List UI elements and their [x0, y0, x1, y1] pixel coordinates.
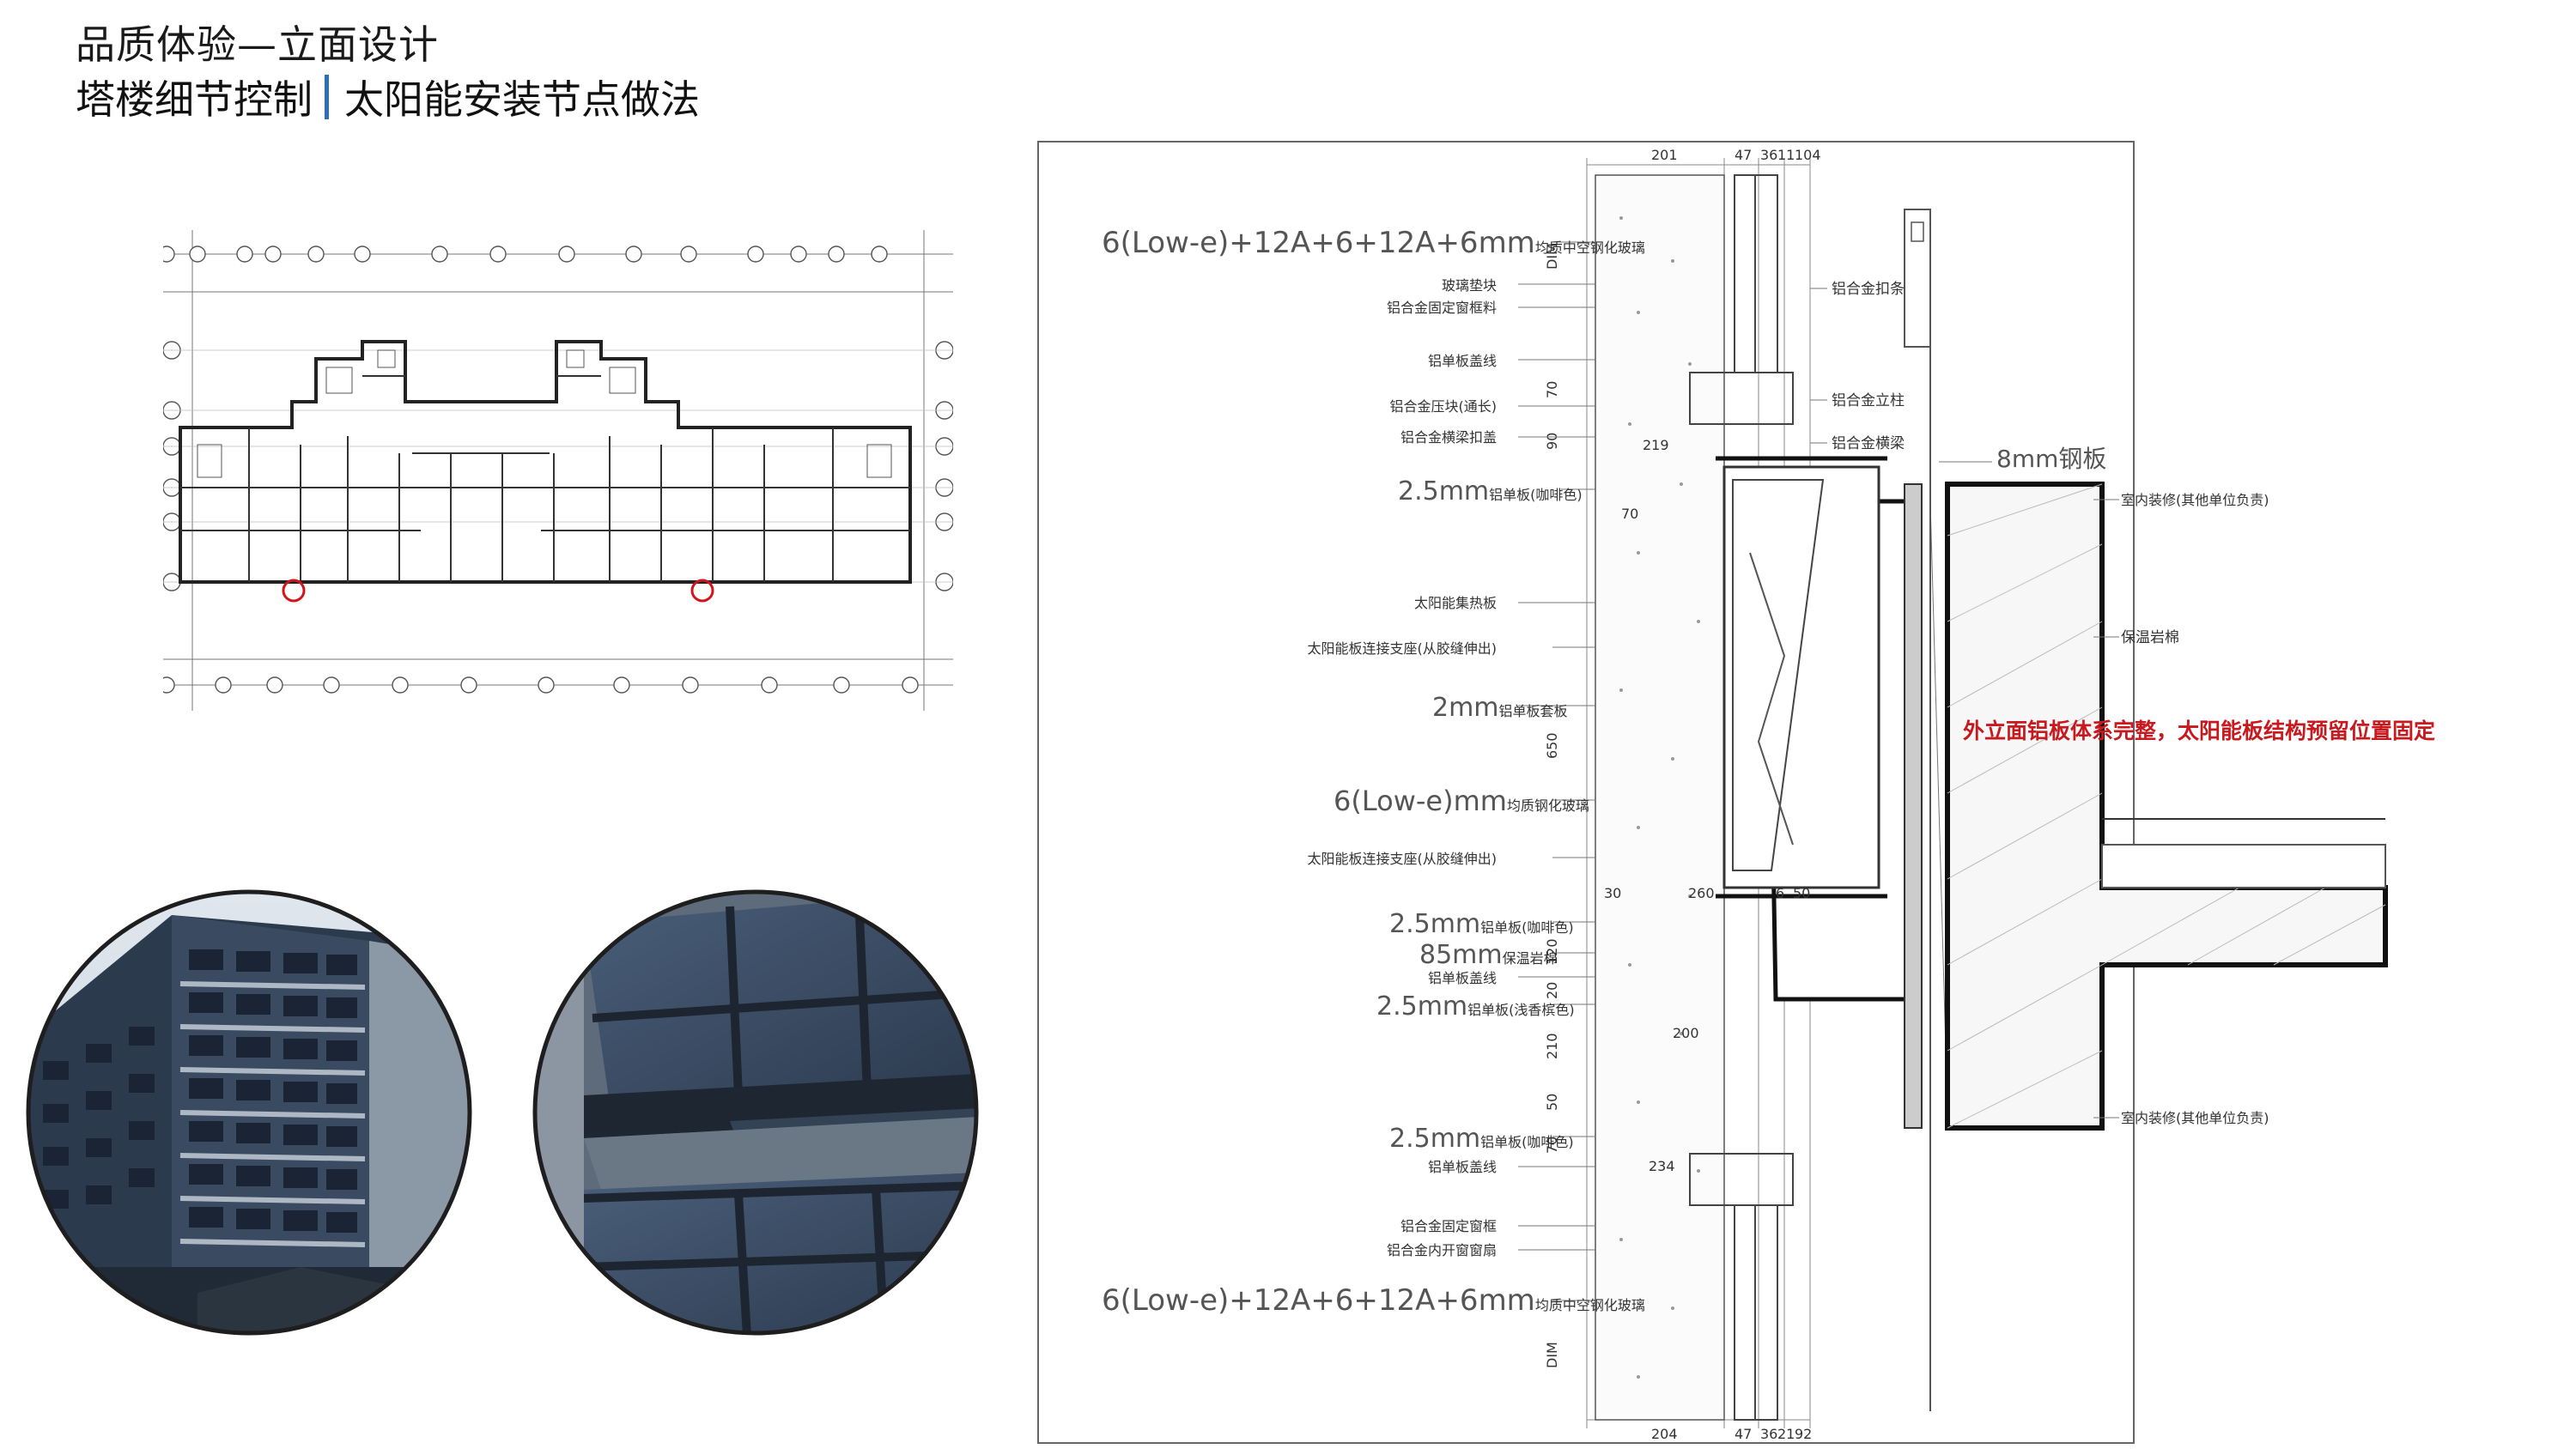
vdim-4: 120 — [1544, 938, 1560, 965]
vdim-2: 90 — [1544, 433, 1560, 450]
label-inward-window-sash: 铝合金内开窗窗扇 — [1387, 1242, 1497, 1258]
vdim-0: DIM — [1544, 243, 1560, 270]
label-fixed-window-frame: 铝合金固定窗框 — [1400, 1218, 1497, 1234]
label-rock-wool: 85mm保温岩棉 — [1419, 940, 1558, 970]
idim-2: 30 — [1604, 885, 1621, 901]
label-alu-column: 铝合金立柱 — [1832, 392, 1905, 409]
label-panel-cover-3: 铝单板盖线 — [1428, 1159, 1497, 1175]
label-solar-collector: 太阳能集热板 — [1414, 595, 1497, 611]
drawing-frame — [1037, 141, 2135, 1444]
floor-plan — [158, 230, 954, 714]
label-panel-coffee-1: 2.5mm铝单板(咖啡色) — [1398, 476, 1583, 506]
vdim-5: 20 — [1544, 982, 1560, 999]
dim-top-11: 11 — [1777, 147, 1795, 163]
vdim-8: 70 — [1544, 1137, 1560, 1154]
dim-bottom-47: 47 — [1735, 1426, 1752, 1442]
idim-7: 234 — [1649, 1158, 1675, 1174]
label-tempered-glass: 6(Low-e)mm均质钢化玻璃 — [1334, 785, 1589, 817]
dim-top-201: 201 — [1651, 147, 1678, 163]
dim-bottom-21: 21 — [1777, 1426, 1795, 1442]
label-fixed-frame: 铝合金固定窗框料 — [1387, 300, 1497, 316]
idim-0: 219 — [1643, 437, 1669, 453]
dim-bottom-92: 92 — [1795, 1426, 1812, 1442]
dim-bottom-204: 204 — [1651, 1426, 1678, 1442]
label-beam-cover: 铝合金横梁扣盖 — [1400, 429, 1497, 446]
label-panel-cover-1: 铝单板盖线 — [1428, 353, 1497, 369]
facade-photo-circle — [26, 889, 472, 1336]
vdim-3: 650 — [1544, 732, 1560, 759]
idim-1: 70 — [1621, 506, 1638, 522]
marker-circle-right — [690, 579, 714, 603]
label-panel-champagne: 2.5mm铝单板(浅香槟色) — [1376, 991, 1575, 1022]
label-solar-bracket-1: 太阳能板连接支座(从胶缝伸出) — [1308, 640, 1498, 657]
label-alu-beam: 铝合金横梁 — [1832, 435, 1905, 452]
vdim-9: DIM — [1544, 1342, 1560, 1368]
solar-panel-closeup-image — [532, 889, 979, 1336]
label-panel-coffee-3: 2.5mm铝单板(咖啡色) — [1389, 1124, 1574, 1154]
label-interior-fitout-1: 室内装修(其他单位负责) — [2121, 492, 2269, 508]
dim-bottom-36: 36 — [1760, 1426, 1777, 1442]
dim-top-36: 36 — [1760, 147, 1777, 163]
subtitle-left: 塔楼细节控制 — [76, 76, 313, 123]
subtitle-right: 太阳能安装节点做法 — [344, 76, 700, 123]
page-title: 品质体验—立面设计 — [76, 21, 439, 68]
label-interior-fitout-2: 室内装修(其他单位负责) — [2121, 1110, 2269, 1126]
idim-5: 50 — [1793, 885, 1810, 901]
vdim-1: 70 — [1544, 381, 1560, 398]
label-insulation-wool: 保温岩棉 — [2121, 629, 2179, 646]
design-note: 外立面铝板体系完整，太阳能板结构预留位置固定 — [1963, 718, 2436, 743]
label-alu-trim: 铝合金扣条 — [1832, 281, 1905, 298]
subtitle-divider — [325, 75, 329, 119]
dim-top-104: 104 — [1795, 147, 1821, 163]
label-glass-bottom: 6(Low-e)+12A+6+12A+6mm均质中空钢化玻璃 — [1102, 1283, 1645, 1318]
solar-install-section-detail: 201 47 36 11 104 204 47 36 21 92 — [1037, 141, 2567, 1449]
label-glass-top: 6(Low-e)+12A+6+12A+6mm均质中空钢化玻璃 — [1102, 226, 1645, 260]
idim-3: 260 — [1688, 885, 1715, 901]
page-subtitle: 塔楼细节控制 太阳能安装节点做法 — [76, 69, 700, 125]
label-panel-cover-2: 铝单板盖线 — [1428, 970, 1497, 986]
idim-4: 6 — [1776, 885, 1784, 901]
dim-top-47: 47 — [1735, 147, 1752, 163]
building-facade-image — [26, 889, 472, 1336]
idim-6: 200 — [1673, 1025, 1699, 1041]
label-aluminium-sleeve: 2mm铝单板套板 — [1432, 693, 1568, 723]
vdim-6: 210 — [1544, 1033, 1560, 1059]
label-glass-spacer: 玻璃垫块 — [1442, 277, 1497, 294]
label-pressure-block: 铝合金压块(通长) — [1390, 398, 1498, 415]
marker-circle-left — [282, 579, 306, 603]
vdim-7: 50 — [1544, 1094, 1560, 1111]
label-panel-coffee-2: 2.5mm铝单板(咖啡色) — [1389, 909, 1574, 939]
label-solar-bracket-2: 太阳能板连接支座(从胶缝伸出) — [1308, 851, 1498, 867]
solar-detail-photo-circle — [532, 889, 979, 1336]
label-steel-plate: 8mm钢板 — [1996, 445, 2106, 473]
